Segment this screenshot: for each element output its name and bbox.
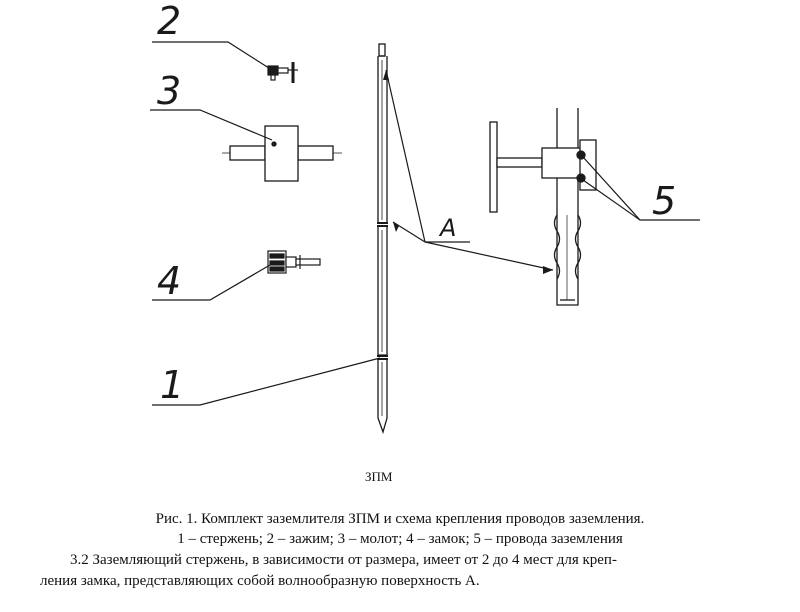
body-paragraph-line2: ления замка, представляющих собой волноо… — [40, 573, 480, 589]
label-2: 2 — [157, 0, 181, 43]
label-a: A — [438, 214, 456, 242]
body-paragraph-line1: 3.2 Заземляющий стержень, в зависимости … — [70, 552, 617, 568]
label-4: 4 — [157, 259, 181, 303]
lock-part — [267, 250, 321, 274]
assembly-view — [489, 108, 597, 306]
figure-legend: 1 – стержень; 2 – зажим; 3 – молот; 4 – … — [177, 531, 623, 547]
label-1: 1 — [160, 363, 184, 407]
arrowheads — [383, 70, 553, 274]
hammer-part — [222, 125, 342, 182]
clamp-part — [267, 62, 298, 83]
grounding-rod — [377, 43, 388, 435]
label-3: 3 — [157, 69, 181, 113]
figure-caption: Рис. 1. Комплект заземлителя ЗПМ и схема… — [155, 511, 645, 527]
leader-lines — [150, 41, 700, 406]
model-name: ЗПМ — [365, 469, 393, 484]
label-5: 5 — [652, 179, 676, 223]
